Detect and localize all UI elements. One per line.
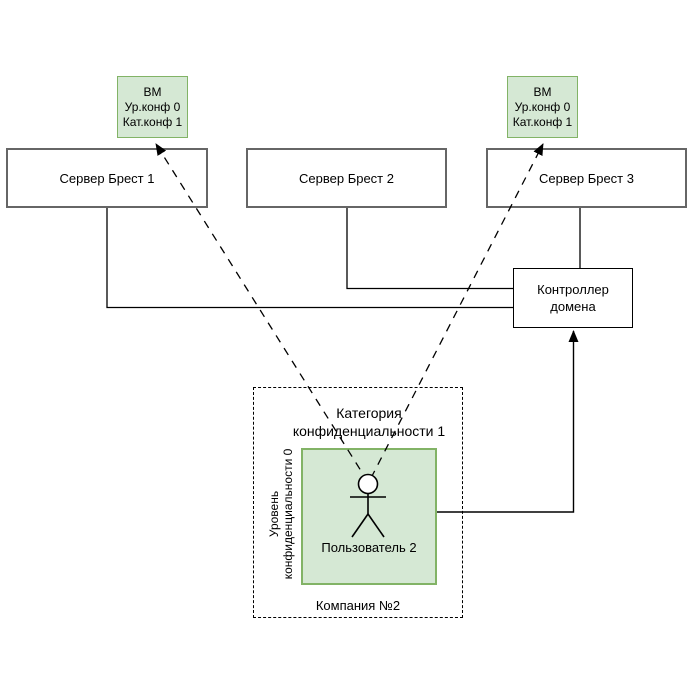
vm-right-conf-category: Кат.конф 1 <box>512 114 573 129</box>
server-brest-1-label: Сервер Брест 1 <box>59 170 155 186</box>
confidentiality-level-line1: Уровень <box>267 490 281 538</box>
domain-controller-line2: домена <box>550 299 596 314</box>
confidentiality-level-label: Уровень конфиденциальности 0 <box>267 444 295 584</box>
domain-controller-line1: Контроллер <box>537 282 609 297</box>
vm-left-conf-level: Ур.конф 0 <box>124 99 181 114</box>
server-brest-1: Сервер Брест 1 <box>6 148 208 208</box>
category-title: Категория конфиденциальности 1 <box>269 404 469 440</box>
domain-controller: Контроллер домена <box>513 268 633 328</box>
vm-left-name: ВМ <box>143 84 162 99</box>
server-brest-2-label: Сервер Брест 2 <box>299 170 394 186</box>
confidentiality-level-line2: конфиденциальности 0 <box>281 448 295 580</box>
company-label: Компания №2 <box>315 598 401 613</box>
vm-left-conf-category: Кат.конф 1 <box>122 114 183 129</box>
vm-right-name: ВМ <box>533 84 552 99</box>
category-title-line2: конфиденциальности 1 <box>292 423 446 439</box>
user-label: Пользователь 2 <box>321 540 417 555</box>
connector-server2-controller <box>346 208 513 290</box>
vm-right-conf-level: Ур.конф 0 <box>514 99 571 114</box>
connector-server1-controller <box>106 208 513 309</box>
category-title-line1: Категория <box>336 405 402 421</box>
user-zone-box <box>301 448 437 585</box>
server-brest-2: Сервер Брест 2 <box>246 148 447 208</box>
vm-node-right: ВМ Ур.конф 0 Кат.конф 1 <box>507 76 578 138</box>
server-brest-3: Сервер Брест 3 <box>486 148 687 208</box>
vm-node-left: ВМ Ур.конф 0 Кат.конф 1 <box>117 76 188 138</box>
server-brest-3-label: Сервер Брест 3 <box>539 170 634 186</box>
